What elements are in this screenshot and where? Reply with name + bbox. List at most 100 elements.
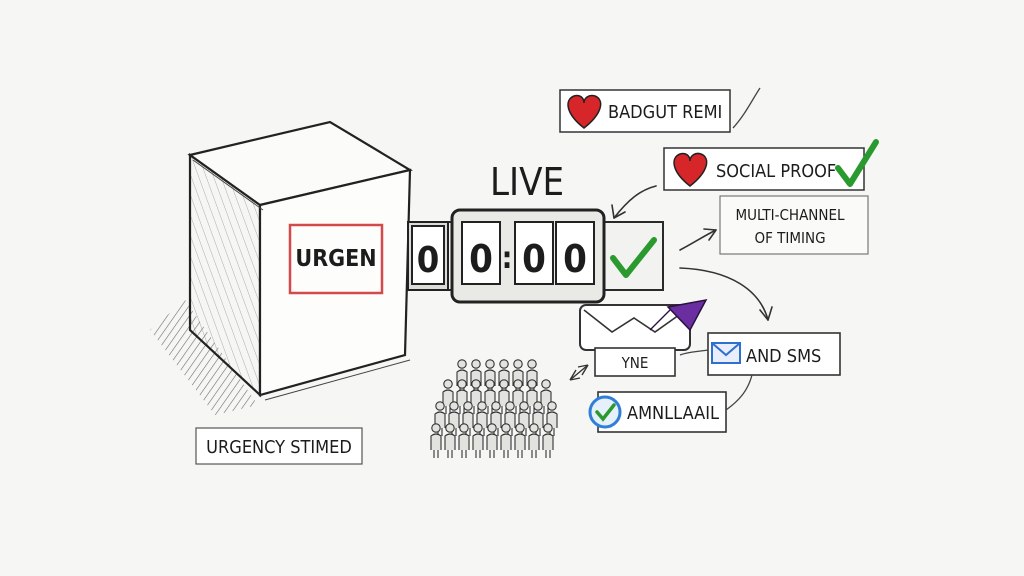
timer-check-icon xyxy=(610,237,657,278)
person-figure-body xyxy=(528,433,540,450)
badge-remi: BADGUT REMI xyxy=(559,87,761,133)
person-figure-head xyxy=(543,423,553,433)
timer-digit-2: 0 xyxy=(469,237,493,281)
person-figure-head xyxy=(471,379,481,389)
social-proof-check-icon xyxy=(835,139,879,187)
person-figure-head xyxy=(435,401,445,411)
heart-icon xyxy=(567,94,602,129)
person-figure-body xyxy=(442,389,454,406)
person-figure-head xyxy=(457,379,467,389)
urgent-label-frame: URGEN xyxy=(288,223,384,295)
person-figure-head xyxy=(527,379,537,389)
live-label: LIVE xyxy=(490,160,564,204)
person-figure-legs xyxy=(461,450,467,458)
person-figure-head xyxy=(491,401,501,411)
email-check-icon xyxy=(588,395,622,429)
person-figure-head xyxy=(473,423,483,433)
person-figure-body xyxy=(472,433,484,450)
person-figure-legs xyxy=(489,450,495,458)
person-figure-legs xyxy=(501,406,507,414)
person-figure-legs xyxy=(531,450,537,458)
person-figure-legs xyxy=(473,406,479,414)
person-figure-body xyxy=(542,433,554,450)
person-figure-body xyxy=(430,433,442,450)
badge-social-proof: SOCIAL PROOF xyxy=(663,139,879,191)
envelope-icon xyxy=(711,342,741,364)
crowd-arrows xyxy=(569,364,589,381)
timer-colon: : xyxy=(502,241,513,276)
channel-email-label: AMNLLAAIL xyxy=(627,403,719,424)
heart-icon xyxy=(673,152,708,187)
channel-email: AMNLLAAIL xyxy=(588,374,753,433)
timer-digit-3: 0 xyxy=(522,237,546,281)
person-figure-body xyxy=(470,389,482,406)
person-figure-body xyxy=(484,389,496,406)
person-figure-body xyxy=(444,433,456,450)
urgent-label: URGEN xyxy=(295,246,376,272)
person-figure-head xyxy=(485,379,495,389)
connector-arrows xyxy=(611,185,773,321)
person-figure-body xyxy=(512,389,524,406)
person-figure-legs xyxy=(475,450,481,458)
person-figure-head xyxy=(505,401,515,411)
person-figure-body xyxy=(500,433,512,450)
channel-sms-label: AND SMS xyxy=(746,346,821,367)
person-figure-legs xyxy=(459,406,465,414)
person-figure-legs xyxy=(529,406,535,414)
person-figure-head xyxy=(449,401,459,411)
timer-digit-4: 0 xyxy=(563,237,587,281)
paper-plane-icon xyxy=(666,298,708,332)
person-figure-head xyxy=(529,423,539,433)
person-figure-head xyxy=(541,379,551,389)
person-figure-head xyxy=(547,401,557,411)
timer-digit-cells xyxy=(411,221,595,285)
person-figure-head xyxy=(485,359,495,369)
person-figure-legs xyxy=(433,450,439,458)
channel-yne-label: YNE xyxy=(621,354,649,372)
timer-digit-1: 0 xyxy=(417,240,440,281)
person-figure-legs xyxy=(545,450,551,458)
envelope-graphic xyxy=(579,298,708,351)
person-figure-head xyxy=(513,359,523,369)
person-figure-body xyxy=(458,433,470,450)
person-figure-body xyxy=(526,389,538,406)
person-figure-head xyxy=(487,423,497,433)
channel-sms: AND SMS xyxy=(679,332,841,376)
caption-box: URGENCY STIMED xyxy=(195,427,363,465)
person-figure-head xyxy=(519,401,529,411)
person-figure-legs xyxy=(447,450,453,458)
channel-yne: YNE xyxy=(594,347,676,377)
person-figure-head xyxy=(443,379,453,389)
person-figure-body xyxy=(456,389,468,406)
badge-remi-label: BADGUT REMI xyxy=(608,102,722,123)
person-figure-head xyxy=(431,423,441,433)
person-figure-legs xyxy=(543,406,549,414)
crowd-illustration xyxy=(430,359,558,458)
person-figure-head xyxy=(445,423,455,433)
person-figure-head xyxy=(463,401,473,411)
person-figure-body xyxy=(486,433,498,450)
person-figure-head xyxy=(533,401,543,411)
person-figure-head xyxy=(471,359,481,369)
person-figure-head xyxy=(459,423,469,433)
person-figure-body xyxy=(498,389,510,406)
social-proof-label: SOCIAL PROOF xyxy=(716,161,836,182)
multichannel-line1: MULTI-CHANNEL xyxy=(735,206,845,224)
person-figure-head xyxy=(499,359,509,369)
person-figure-head xyxy=(501,423,511,433)
box-shadow xyxy=(150,300,258,415)
person-figure-legs xyxy=(487,406,493,414)
person-figure-body xyxy=(514,433,526,450)
person-figure-head xyxy=(527,359,537,369)
person-figure-legs xyxy=(445,406,451,414)
person-figure-head xyxy=(499,379,509,389)
multichannel-note: MULTI-CHANNEL OF TIMING xyxy=(719,195,869,255)
caption-label: URGENCY STIMED xyxy=(206,437,352,458)
person-figure-head xyxy=(515,423,525,433)
person-figure-legs xyxy=(515,406,521,414)
person-figure-legs xyxy=(517,450,523,458)
multichannel-line2: OF TIMING xyxy=(754,229,825,247)
person-figure-legs xyxy=(503,450,509,458)
